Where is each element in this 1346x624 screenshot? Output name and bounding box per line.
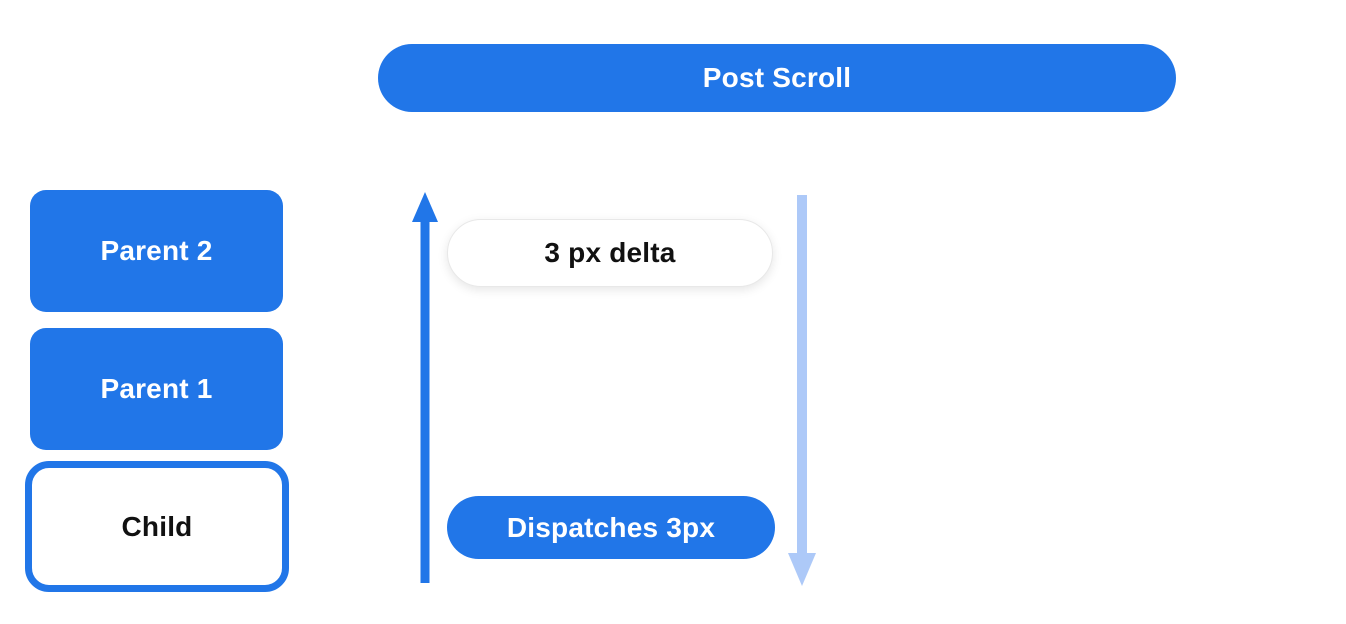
down-arrow-shaft [797, 195, 807, 557]
delta-badge-label: 3 px delta [544, 237, 676, 268]
dispatch-badge-label: Dispatches 3px [506, 511, 716, 543]
parent-2-label: Parent 2 [100, 235, 213, 266]
post-scroll-banner-label: Post Scroll [702, 62, 852, 93]
child-label: Child [121, 510, 193, 542]
parent-2-node: Parent 2 [30, 190, 283, 312]
dispatch-badge: Dispatches 3px [447, 496, 775, 559]
up-arrow-shaft [420, 218, 430, 583]
up-arrowhead [412, 192, 438, 222]
up-arrow-icon [412, 192, 438, 583]
parent-1-node: Parent 1 [30, 328, 283, 450]
delta-badge: 3 px delta [447, 219, 773, 287]
post-scroll-banner: Post Scroll [378, 44, 1176, 112]
down-arrow-icon [788, 195, 816, 586]
child-node: Child [25, 461, 289, 592]
down-arrowhead [788, 553, 816, 586]
parent-1-label: Parent 1 [100, 373, 213, 404]
